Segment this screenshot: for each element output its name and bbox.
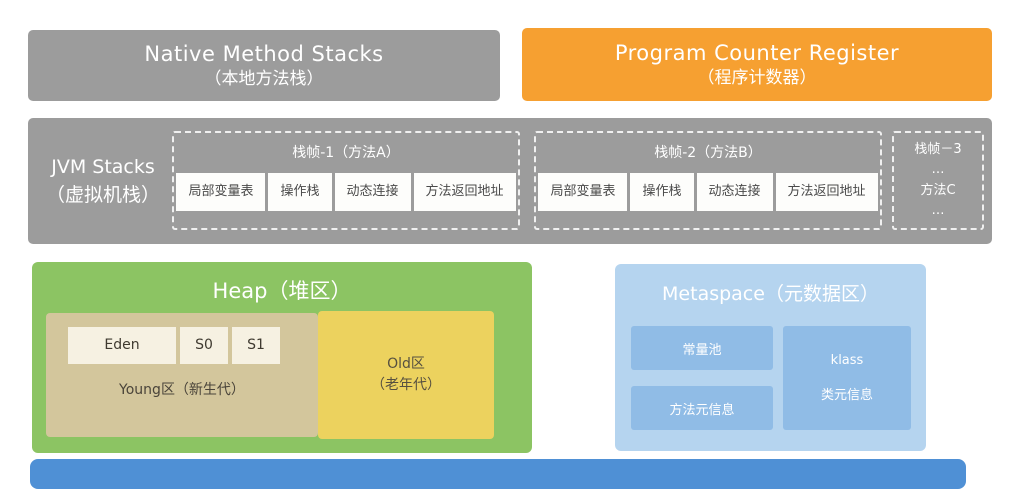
stack-frame-3: 栈帧－3 … 方法C … — [892, 131, 984, 230]
stack-frame-3-dots-top: … — [931, 162, 945, 178]
stack-frame-1: 栈帧-1（方法A） 局部变量表 操作栈 动态连接 方法返回地址 — [172, 131, 520, 230]
old-generation-box: Old区 （老年代） — [318, 311, 494, 439]
old-generation-line2: （老年代） — [371, 377, 441, 393]
constant-pool-label: 常量池 — [682, 342, 722, 358]
klass-box: klass 类元信息 — [783, 326, 911, 430]
heap-title: Heap（堆区） — [212, 279, 352, 303]
stack-frame-3-title: 栈帧－3 — [914, 142, 962, 158]
bottom-clipped-bar — [30, 459, 966, 489]
stack-frame-1-title: 栈帧-1（方法A） — [292, 145, 400, 161]
native-method-stacks-box: Native Method Stacks （本地方法栈） — [28, 30, 500, 101]
heap-box: Heap（堆区） Eden S0 S1 Young区（新生代） Old区 （老年… — [32, 262, 532, 453]
young-generation-cells: Eden S0 S1 — [68, 327, 318, 364]
frame1-dynamic-linking: 动态连接 — [334, 173, 411, 211]
stack-frame-1-cells: 局部变量表 操作栈 动态连接 方法返回地址 — [176, 173, 516, 211]
eden-region: Eden — [68, 327, 176, 364]
program-counter-register-subtitle: （程序计数器） — [697, 68, 817, 89]
jvm-stacks-label-line1: JVM Stacks — [51, 155, 155, 178]
program-counter-register-title: Program Counter Register — [614, 40, 900, 65]
jvm-stacks-label-line2: （虚拟机栈） — [45, 184, 160, 206]
stack-frame-2: 栈帧-2（方法B） 局部变量表 操作栈 动态连接 方法返回地址 — [534, 131, 882, 230]
s0-region: S0 — [180, 327, 228, 364]
s1-region: S1 — [232, 327, 280, 364]
stack-frame-3-dots-bottom: … — [931, 202, 945, 218]
old-generation-line1: Old区 — [387, 356, 425, 372]
frame2-operand-stack: 操作栈 — [630, 173, 694, 211]
frame2-local-variable-table: 局部变量表 — [538, 173, 628, 211]
method-metadata-box: 方法元信息 — [631, 386, 773, 430]
metaspace-box: Metaspace（元数据区） 常量池 方法元信息 klass 类元信息 — [615, 264, 926, 451]
stack-frame-2-title: 栈帧-2（方法B） — [654, 145, 762, 161]
method-metadata-label: 方法元信息 — [669, 402, 735, 418]
constant-pool-box: 常量池 — [631, 326, 773, 370]
frame1-local-variable-table: 局部变量表 — [176, 173, 266, 211]
frame1-return-address: 方法返回地址 — [413, 173, 516, 211]
frame2-return-address: 方法返回地址 — [775, 173, 878, 211]
native-method-stacks-subtitle: （本地方法栈） — [204, 69, 324, 90]
young-generation-label: Young区（新生代） — [119, 382, 245, 398]
frame2-dynamic-linking: 动态连接 — [696, 173, 773, 211]
young-generation-box: Eden S0 S1 Young区（新生代） — [46, 313, 318, 437]
native-method-stacks-title: Native Method Stacks — [144, 41, 384, 66]
stack-frame-3-method: 方法C — [920, 182, 956, 198]
metaspace-title: Metaspace（元数据区） — [662, 283, 879, 305]
klass-label-line1: klass — [830, 353, 864, 368]
jvm-stacks-box: JVM Stacks （虚拟机栈） 栈帧-1（方法A） 局部变量表 操作栈 动态… — [28, 118, 992, 244]
program-counter-register-box: Program Counter Register （程序计数器） — [522, 28, 992, 101]
klass-label-line2: 类元信息 — [820, 388, 873, 403]
stack-frame-2-cells: 局部变量表 操作栈 动态连接 方法返回地址 — [538, 173, 878, 211]
jvm-stacks-label: JVM Stacks （虚拟机栈） — [34, 118, 172, 244]
frame1-operand-stack: 操作栈 — [268, 173, 332, 211]
